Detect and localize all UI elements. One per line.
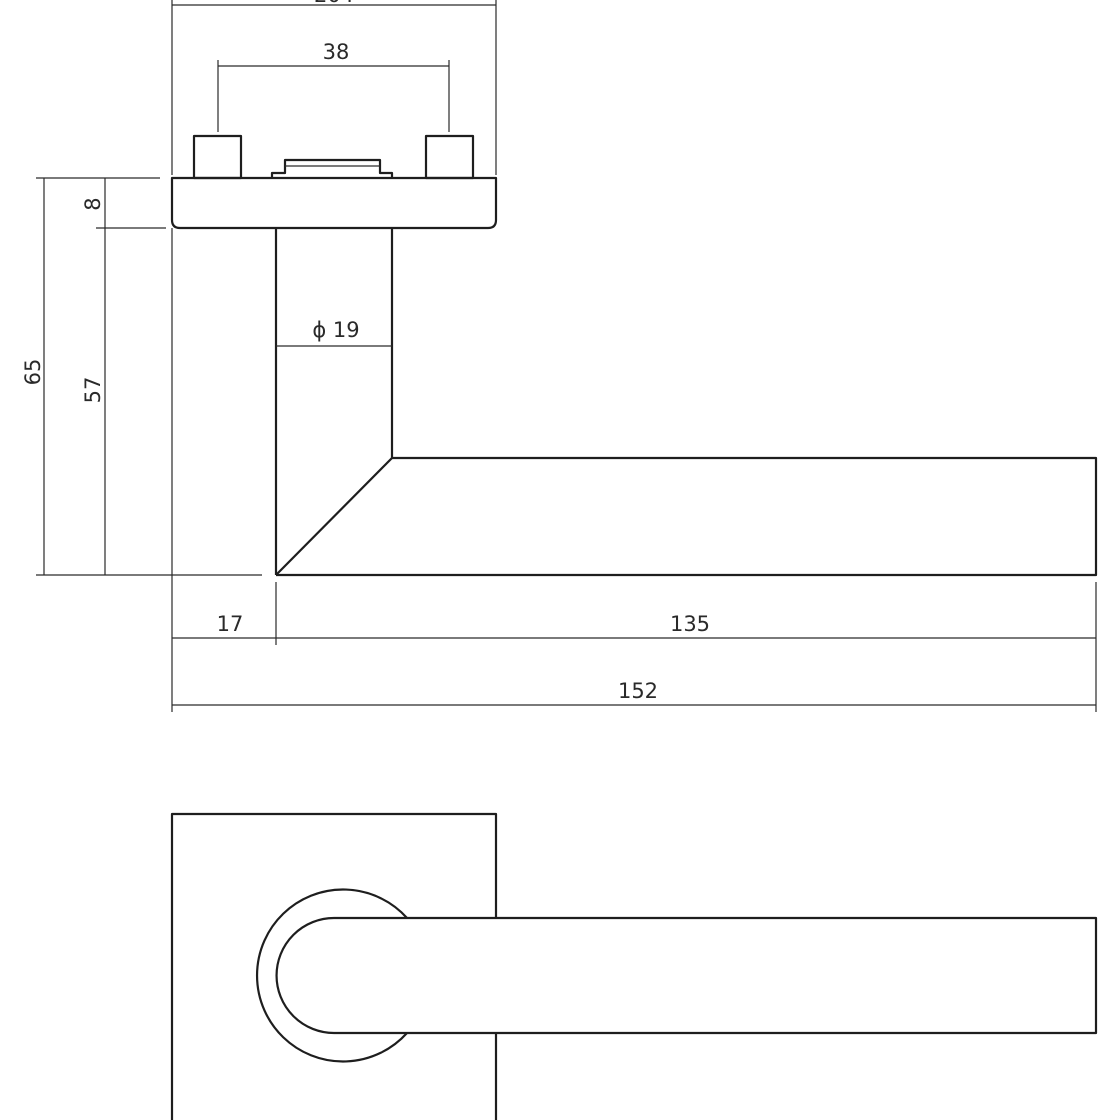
rose-plate [170,176,498,230]
square-rose-top [170,812,498,1120]
spring-plate [270,158,394,178]
label-hole-spacing: 38 [323,40,350,64]
pin-left [192,134,243,180]
label-diameter: ϕ 19 [312,318,359,342]
label-offset: 17 [217,612,244,636]
lever-top-view [275,916,1098,1035]
label-top-width: 204 [314,0,354,7]
side-view: 204 38 ϕ 19 65 57 8 [21,0,1098,712]
label-total-height: 65 [21,359,45,386]
label-handle-height: 57 [81,377,105,404]
front-view [170,812,1098,1120]
label-total-length: 152 [618,679,658,703]
round-collar [255,888,408,1063]
label-rose-thickness: 8 [81,197,105,210]
lever-body [276,456,1098,577]
label-lever-length: 135 [670,612,710,636]
lever-miter-edge [275,457,393,576]
pin-right [424,134,475,180]
